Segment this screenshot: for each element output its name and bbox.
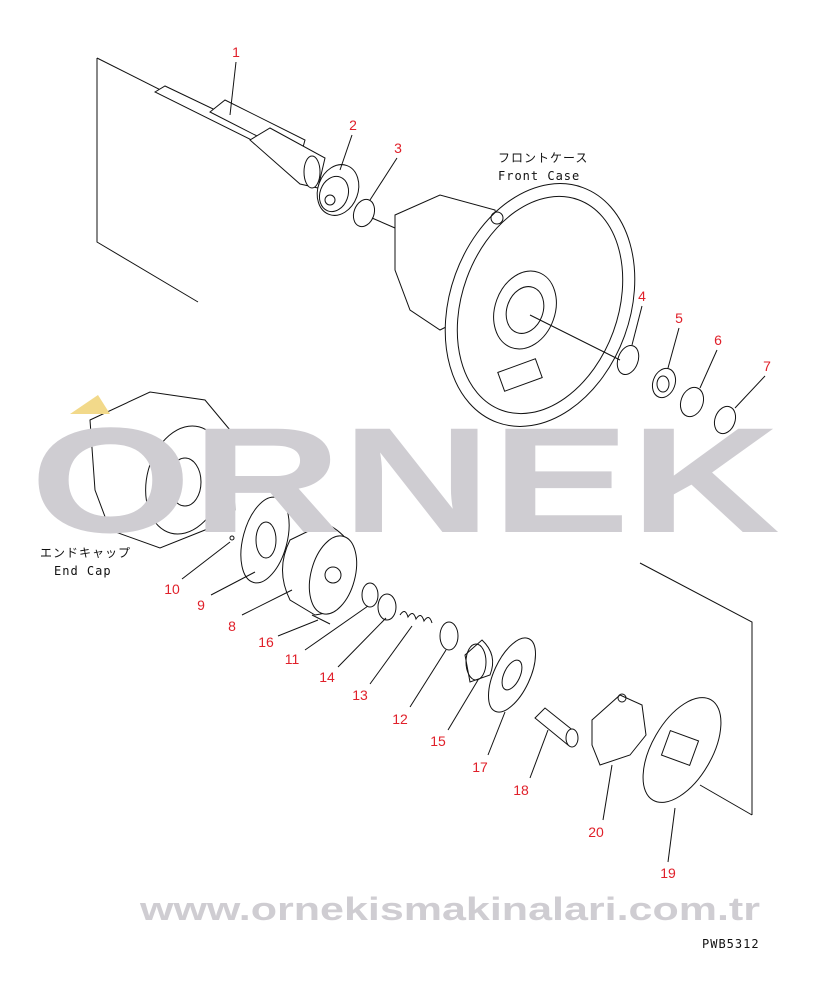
label-1: 1 <box>232 44 240 60</box>
part-cradle-19 <box>642 697 722 803</box>
label-7: 7 <box>763 358 771 374</box>
front-case-caption-jp: フロントケース <box>498 151 588 165</box>
part-spring-13 <box>399 611 433 624</box>
label-17: 17 <box>472 759 488 775</box>
end-cap <box>89 391 236 549</box>
part-shaft <box>153 85 326 189</box>
label-14: 14 <box>319 669 335 685</box>
part-ring-6 <box>679 386 705 418</box>
label-5: 5 <box>675 310 683 326</box>
watermark-logo-accent <box>70 395 110 414</box>
label-10: 10 <box>164 581 180 597</box>
label-19: 19 <box>660 865 676 881</box>
part-retainer-12 <box>439 621 459 651</box>
label-4: 4 <box>638 288 646 304</box>
part-bearing <box>316 164 360 216</box>
part-bearing-5 <box>651 367 677 399</box>
part-snap-ring-4 <box>616 344 640 376</box>
part-ring-3 <box>352 198 376 228</box>
part-washer-14 <box>377 593 397 621</box>
part-shoe-plate-17 <box>488 637 536 713</box>
frame-line-left <box>96 58 199 303</box>
part-pin-16 <box>311 614 331 625</box>
leader-line <box>371 217 396 229</box>
watermark-brand: ORNEK <box>30 396 780 564</box>
part-piston-18 <box>534 707 579 748</box>
frame-line-right <box>639 562 753 815</box>
watermark: ORNEK www.ornekismakinalari.com.tr <box>30 395 780 927</box>
label-13: 13 <box>352 687 368 703</box>
end-cap-caption-en: End Cap <box>54 564 112 578</box>
label-6: 6 <box>714 332 722 348</box>
part-guide-15 <box>464 639 494 683</box>
leader-lines <box>181 61 766 863</box>
watermark-url: www.ornekismakinalari.com.tr <box>139 891 760 927</box>
part-cylinder-block-8 <box>282 522 358 616</box>
part-labels: 1 2 3 4 5 6 7 8 9 10 11 12 13 14 15 16 1… <box>164 44 771 881</box>
leader-line <box>529 314 621 361</box>
drawing-number: PWB5312 <box>702 937 760 951</box>
label-15: 15 <box>430 733 446 749</box>
label-8: 8 <box>228 618 236 634</box>
end-cap-caption-jp: エンドキャップ <box>40 546 131 560</box>
label-11: 11 <box>285 651 300 667</box>
label-12: 12 <box>392 711 408 727</box>
label-16: 16 <box>258 634 274 650</box>
front-case <box>394 183 636 427</box>
label-20: 20 <box>588 824 604 840</box>
part-valve-plate-9 <box>240 496 290 584</box>
front-case-caption-en: Front Case <box>498 169 580 183</box>
part-snap-ring-7 <box>713 405 737 435</box>
label-18: 18 <box>513 782 529 798</box>
part-snap-ring-11 <box>361 582 379 608</box>
label-9: 9 <box>197 597 205 613</box>
label-3: 3 <box>394 140 402 156</box>
frame-line <box>699 784 753 816</box>
part-swash-plate-20 <box>591 693 647 766</box>
part-pin-10 <box>229 535 235 541</box>
label-2: 2 <box>349 117 357 133</box>
